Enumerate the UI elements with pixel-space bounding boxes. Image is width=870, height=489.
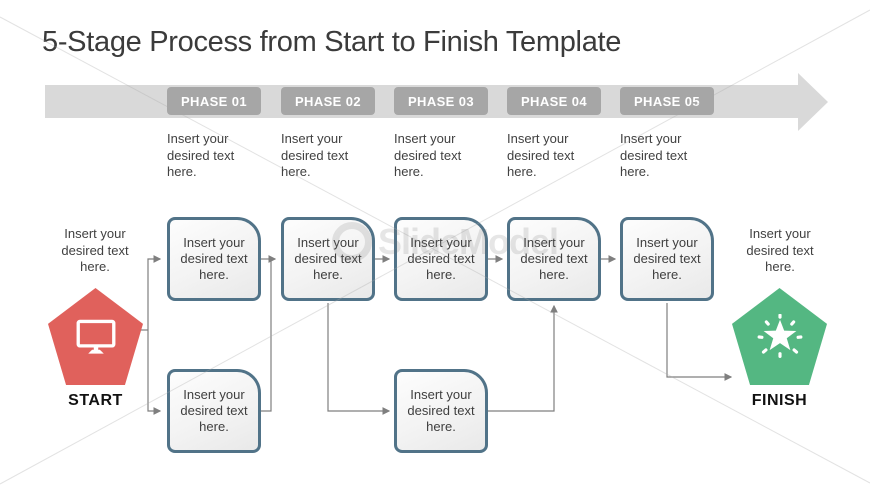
start-label: START xyxy=(68,392,123,409)
phase-description-1: Insert your desired text here. xyxy=(167,131,235,179)
process-box-5: Insert your desired text here. xyxy=(620,217,714,301)
process-box-sub-2: Insert your desired text here. xyxy=(394,369,488,453)
finish-note: Insert your desired text here. xyxy=(746,226,814,274)
process-box-3: Insert your desired text here. xyxy=(394,217,488,301)
start-pentagon xyxy=(48,288,143,385)
phase-description-2: Insert your desired text here. xyxy=(281,131,349,179)
timeline-arrowhead-icon xyxy=(798,73,828,131)
phase-description-3: Insert your desired text here. xyxy=(394,131,462,179)
monitor-icon xyxy=(76,319,115,354)
process-box-1: Insert your desired text here. xyxy=(167,217,261,301)
finish-pentagon xyxy=(732,288,827,385)
phase-description-4: Insert your desired text here. xyxy=(507,131,575,179)
star-burst-icon xyxy=(757,313,802,358)
finish-label: FINISH xyxy=(751,392,808,409)
start-note: Insert your desired text here. xyxy=(61,226,129,274)
phase-chip-5: PHASE 05 xyxy=(620,87,714,115)
slide-title: 5-Stage Process from Start to Finish Tem… xyxy=(42,26,622,58)
process-box-4: Insert your desired text here. xyxy=(507,217,601,301)
process-box-sub-1: Insert your desired text here. xyxy=(167,369,261,453)
phase-chip-4: PHASE 04 xyxy=(507,87,601,115)
phase-chip-3: PHASE 03 xyxy=(394,87,488,115)
process-box-2: Insert your desired text here. xyxy=(281,217,375,301)
phase-chip-1: PHASE 01 xyxy=(167,87,261,115)
phase-chip-2: PHASE 02 xyxy=(281,87,375,115)
phase-description-5: Insert your desired text here. xyxy=(620,131,688,179)
